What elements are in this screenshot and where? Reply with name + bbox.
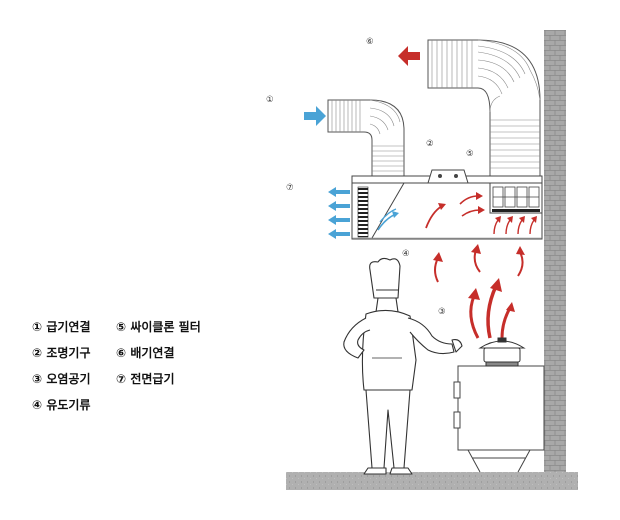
cooking-pot-icon <box>478 337 526 367</box>
callout-1: ① <box>266 95 274 105</box>
supply-air-arrows <box>304 106 399 239</box>
exhaust-duct <box>427 39 541 177</box>
brick-wall <box>544 30 566 474</box>
callout-4-label: ④ <box>402 249 410 259</box>
stove-cabinet-icon <box>453 365 545 473</box>
front-supply-grill <box>357 186 369 238</box>
callout-6: ⑥ <box>366 37 374 47</box>
callout-7-label: ⑦ <box>286 183 294 193</box>
supply-duct <box>327 99 405 177</box>
legend-item-induced-airflow: ④ 유도기류 <box>32 398 91 412</box>
legend-item-supply-connection: ① 급기연결 <box>32 320 91 334</box>
legend: ① 급기연결 ⑤ 싸이클론 필터 ② 조명기구 ⑥ 배기연결 ③ 오염공기 ⑦ … <box>32 318 262 448</box>
callout-6-label: ⑥ <box>366 37 374 47</box>
legend-item-cyclone-filter: ⑤ 싸이클론 필터 <box>116 320 201 334</box>
callout-5: ⑤ <box>466 149 474 159</box>
callout-5-label: ⑤ <box>466 149 474 159</box>
legend-item-lighting: ② 조명기구 <box>32 346 91 360</box>
callout-2: ② <box>426 139 434 149</box>
exhaust-air-arrows <box>398 46 537 339</box>
callout-7: ⑦ <box>286 183 294 193</box>
legend-item-exhaust-connection: ⑥ 배기연결 <box>116 346 175 360</box>
callout-3: ③ <box>438 307 446 317</box>
callout-2-label: ② <box>426 139 434 149</box>
chef-figure-icon <box>343 257 463 475</box>
lighting-fixture-icon <box>427 169 469 184</box>
callout-4: ④ <box>402 249 410 259</box>
legend-item-contaminated-air: ③ 오염공기 <box>32 372 91 386</box>
floor <box>286 472 578 490</box>
callout-3-label: ③ <box>438 307 446 317</box>
cyclone-filter-icon <box>489 182 543 214</box>
legend-item-front-supply: ⑦ 전면급기 <box>116 372 175 386</box>
callout-1-label: ① <box>266 95 274 105</box>
